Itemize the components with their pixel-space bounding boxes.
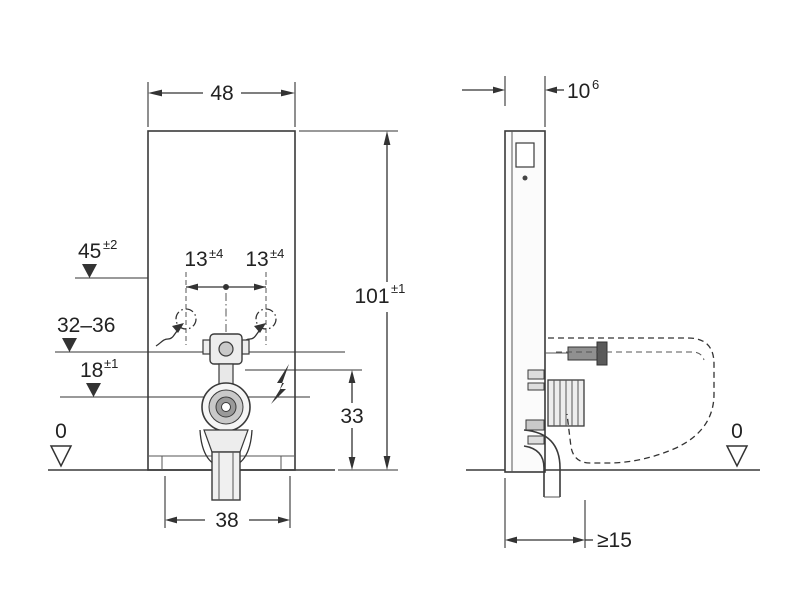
dim-min15-label: ≥15 [597,529,632,552]
outlet-pipe-front [211,451,241,501]
corrugated-connector [547,379,585,427]
dim-base-width: 38 [164,476,291,532]
dim-depth-superscript: 6 [592,77,599,92]
level-18-marker [86,383,101,397]
level-45: 45 ±2 [78,237,117,278]
dim-outlet-height: 33 [245,369,364,470]
level-45-tolerance: ±2 [103,237,117,252]
level-45-marker [82,264,97,278]
floor-datum-front-marker [49,445,73,468]
dim-height-label: 101 [354,285,389,308]
supply-connections [175,272,277,345]
dim-13-right-label: 13 [245,248,268,271]
hose-arrow-left [155,323,184,347]
dim-13-left-label: 13 [184,248,207,271]
dim-depth-label: 10 [567,80,590,103]
floor-datum-front: 0 [49,420,73,468]
lightning-bolt-icon [271,364,289,404]
front-view: 48 101 ±1 13 ±4 13 ±4 45 ±2 [48,82,405,532]
flush-valve-assembly [199,333,253,501]
floor-datum-front-label: 0 [55,420,67,443]
dim-width: 48 [147,82,296,127]
supply-pipe [545,341,608,366]
outlet-bend [523,429,561,498]
toilet-bowl-outline [548,337,715,464]
dim-38-label: 38 [215,509,238,532]
module-fittings [525,369,545,445]
dim-depth: 10 6 [462,76,599,127]
side-view: 10 6 ≥15 0 [462,76,760,552]
supply-connection-right [255,308,277,330]
level-32-36-label: 32–36 [57,314,115,337]
dim-supply-offsets: 13 ±4 13 ±4 [184,246,284,291]
level-18-label: 18 [80,359,103,382]
service-opening [515,142,535,168]
dim-min-distance: ≥15 [504,478,632,552]
level-18: 18 ±1 [80,356,118,397]
floor-datum-side-marker [725,445,749,468]
dim-height-tolerance: ±1 [391,281,405,296]
supply-connection-left [175,308,197,330]
floor-datum-side-label: 0 [731,420,743,443]
dim-width-label: 48 [210,82,233,105]
level-32-36-marker [62,338,77,352]
flush-button-detail [522,175,528,181]
level-18-tolerance: ±1 [104,356,118,371]
dim-33-label: 33 [340,405,363,428]
dim-13-right-tolerance: ±4 [270,246,284,261]
floor-datum-side: 0 [725,420,749,468]
level-45-label: 45 [78,240,101,263]
level-32-36: 32–36 [57,314,115,352]
dim-13-left-tolerance: ±4 [209,246,223,261]
dim-height: 101 ±1 [299,130,405,471]
